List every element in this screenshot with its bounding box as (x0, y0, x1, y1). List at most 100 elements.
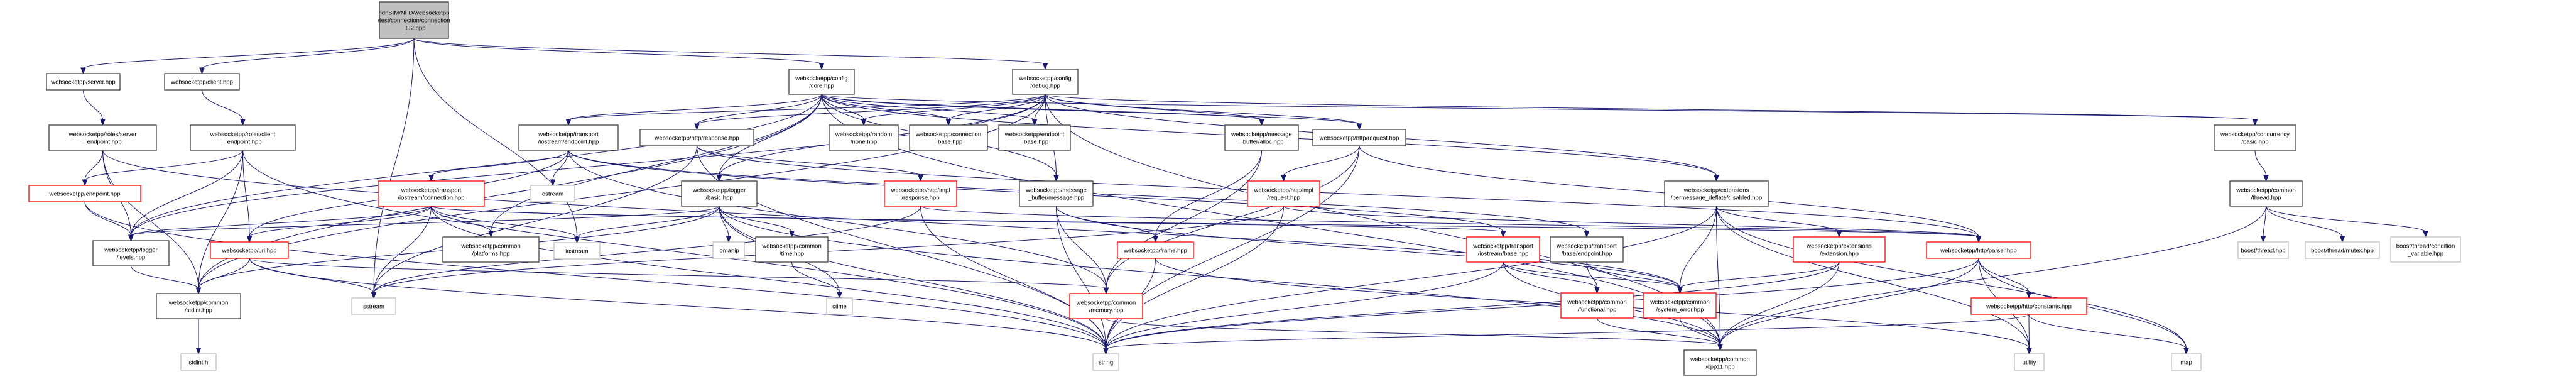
node-time[interactable]: websocketpp/common/time.hpp (755, 236, 829, 263)
edge-line (719, 206, 1106, 349)
node-msg-alloc[interactable]: websocketpp/message_buffer/alloc.hpp (1224, 124, 1299, 151)
node-root[interactable]: ndnSIM/NFD/websocketpp/test/connection/c… (378, 1, 450, 39)
edge-line (249, 258, 1107, 289)
node-random-none[interactable]: websocketpp/random/none.hpp (829, 124, 899, 151)
node-base-endpoint[interactable]: websocketpp/transport/base/endpoint.hpp (1550, 236, 1624, 263)
edge-line (697, 94, 822, 125)
edge-debug-to-ios_endpoint (565, 94, 1046, 126)
node-box (2390, 236, 2461, 263)
node-label: websocketpp/common (2236, 187, 2296, 194)
node-server[interactable]: websocketpp/server.hpp (46, 73, 121, 91)
node-box (156, 293, 241, 319)
node-label: /platforms.hpp (472, 251, 509, 258)
node-stdint-hpp[interactable]: websocketpp/common/stdint.hpp (156, 293, 241, 319)
node-client-endpoint[interactable]: websocketpp/roles/client_endpoint.hpp (190, 124, 296, 151)
node-http-response[interactable]: websocketpp/http/response.hpp (639, 129, 754, 146)
node-server-endpoint[interactable]: websocketpp/roles/server_endpoint.hpp (48, 124, 157, 151)
node-box (379, 1, 449, 39)
node-debug[interactable]: websocketpp/config/debug.hpp (1012, 69, 1079, 95)
edge-ios_endpoint-to-ostream (550, 150, 569, 187)
node-connection-base[interactable]: websocketpp/connection_base.hpp (909, 124, 988, 151)
node-label: websocketpp/uri.hpp (221, 248, 276, 255)
node-extension[interactable]: websocketpp/extensions/extension.hpp (1793, 236, 1886, 263)
arrowhead-icon (2026, 348, 2032, 355)
node-box (1926, 241, 2031, 259)
arrowhead-icon (195, 287, 202, 295)
edge-line (83, 38, 415, 69)
node-ios-base[interactable]: websocketpp/transport/iostream/base.hpp (1466, 236, 1540, 263)
edge-debug-to-concurrency_basic (1045, 94, 2258, 126)
node-msg-message[interactable]: websocketpp/message_buffer/message.hpp (1019, 180, 1094, 207)
node-ios-endpoint[interactable]: websocketpp/transport/iostream/endpoint.… (518, 124, 619, 151)
edge-line (1056, 206, 1106, 349)
arrowhead-icon (371, 292, 377, 299)
node-client[interactable]: websocketpp/client.hpp (164, 73, 240, 91)
node-http-request[interactable]: websocketpp/http/request.hpp (1312, 129, 1406, 146)
node-label: websocketpp/logger (104, 247, 158, 254)
edge-levels-to-stdint_hpp (131, 265, 202, 295)
node-box (180, 353, 217, 371)
arrowhead-icon (1714, 175, 1719, 182)
node-label: /extension.hpp (1820, 251, 1859, 258)
edge-line (131, 94, 1046, 236)
node-http-parser[interactable]: websocketpp/http/parser.hpp (1926, 241, 2031, 259)
node-box (442, 236, 540, 263)
node-frame[interactable]: websocketpp/frame.hpp (1117, 241, 1194, 259)
node-box (1247, 180, 1320, 207)
node-label: /time.hpp (780, 251, 804, 258)
node-impl-response[interactable]: websocketpp/http/impl/response.hpp (884, 180, 957, 207)
node-label: map (2180, 360, 2192, 366)
node-stdint-h: stdint.h (180, 353, 217, 371)
node-system-error[interactable]: websocketpp/common/system_error.hpp (1643, 292, 1717, 319)
node-label: websocketpp/http/parser.hpp (1940, 248, 2016, 255)
arrowhead-icon (1103, 348, 1109, 355)
node-ios-connection[interactable]: websocketpp/transport/iostream/connectio… (378, 180, 485, 207)
node-label: _variable.hpp (2407, 251, 2443, 258)
node-functional[interactable]: websocketpp/common/functional.hpp (1560, 292, 1634, 319)
node-label: ndnSIM/NFD/websocketpp (379, 10, 450, 17)
node-impl-request[interactable]: websocketpp/http/impl/request.hpp (1247, 180, 1320, 207)
node-logger-basic[interactable]: websocketpp/logger/basic.hpp (681, 180, 758, 207)
edge-extension-to-string (1103, 261, 1840, 355)
arrowhead-icon (2263, 175, 2269, 182)
edge-line (2266, 206, 2426, 233)
arrowhead-icon (1103, 287, 1109, 295)
node-label: websocketpp/concurrency (2220, 131, 2290, 138)
node-label: /basic.hpp (2241, 139, 2268, 146)
node-label: string (1099, 360, 1113, 366)
node-label: websocketpp/roles/client (210, 131, 276, 138)
node-uri[interactable]: websocketpp/uri.hpp (210, 241, 289, 259)
node-endpoint[interactable]: websocketpp/endpoint.hpp (28, 185, 141, 202)
edge-logger_basic-to-time (719, 206, 795, 238)
node-cpp11[interactable]: websocketpp/common/cpp11.hpp (1683, 349, 1757, 376)
node-levels[interactable]: websocketpp/logger/levels.hpp (92, 240, 170, 266)
edge-line (821, 94, 1035, 121)
edge-line (1106, 258, 1979, 349)
node-label: ctime (832, 304, 847, 310)
edge-thread-to-boost_mutex (2266, 206, 2345, 243)
node-box (1550, 236, 1624, 263)
node-pmd-disabled[interactable]: websocketpp/extensions/permessage_deflat… (1664, 180, 1769, 207)
node-label: websocketpp/transport (1472, 243, 1533, 250)
node-endpoint-base[interactable]: websocketpp/endpoint_base.hpp (998, 124, 1071, 151)
node-box (2171, 353, 2202, 371)
edge-line (2028, 314, 2187, 349)
node-memory[interactable]: websocketpp/common/memory.hpp (1069, 293, 1143, 319)
node-thread[interactable]: websocketpp/common/thread.hpp (2229, 180, 2303, 207)
edge-line (373, 206, 1284, 294)
arrowhead-icon (1717, 344, 1723, 351)
node-boost-thread: boost/thread.hpp (2237, 241, 2289, 259)
node-label: websocketpp/connection (915, 131, 981, 138)
node-concurrency-basic[interactable]: websocketpp/concurrency/basic.hpp (2214, 124, 2296, 151)
node-label: websocketpp/extensions (1806, 243, 1872, 250)
edge-line (249, 258, 1106, 349)
edge-line (1106, 145, 1360, 289)
node-box (1092, 353, 1119, 371)
edge-line (1056, 206, 1680, 288)
edge-http_constants-to-string (1103, 314, 2030, 355)
node-core[interactable]: websocketpp/config/core.hpp (788, 69, 855, 95)
node-platforms[interactable]: websocketpp/common/platforms.hpp (442, 236, 540, 263)
node-label: websocketpp/common (168, 300, 229, 307)
node-http-constants[interactable]: websocketpp/http/constants.hpp (1970, 297, 2087, 315)
